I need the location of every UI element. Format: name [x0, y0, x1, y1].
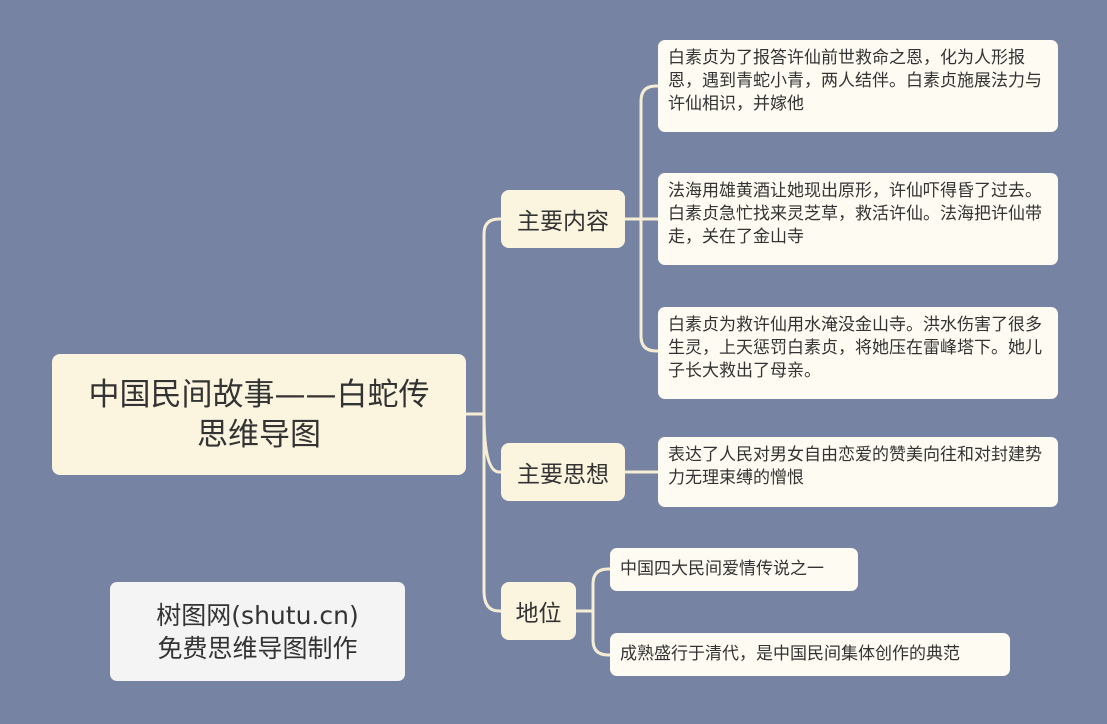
leaf-content-2[interactable]: 法海用雄黄酒让她现出原形，许仙吓得昏了过去。白素贞急忙找来灵芝草，救活许仙。法海… — [658, 173, 1058, 265]
branch-label: 主要思想 — [517, 462, 609, 488]
root-title-line2: 思维导图 — [197, 416, 321, 453]
watermark-line2: 免费思维导图制作 — [157, 633, 358, 663]
root-node[interactable]: 中国民间故事——白蛇传 思维导图 — [52, 354, 466, 475]
watermark-line1: 树图网(shutu.cn) — [156, 600, 359, 630]
leaf-status-1[interactable]: 中国四大民间爱情传说之一 — [610, 548, 858, 591]
leaf-text: 法海用雄黄酒让她现出原形，许仙吓得昏了过去。白素贞急忙找来灵芝草，救活许仙。法海… — [668, 181, 1042, 247]
branch-label: 主要内容 — [517, 209, 609, 235]
leaf-content-3[interactable]: 白素贞为救许仙用水淹没金山寺。洪水伤害了很多生灵，上天惩罚白素贞，将她压在雷峰塔… — [658, 307, 1058, 399]
leaf-text: 成熟盛行于清代，是中国民间集体创作的典范 — [620, 644, 960, 664]
leaf-text: 表达了人民对男女自由恋爱的赞美向往和对封建势力无理束缚的憎恨 — [668, 445, 1042, 488]
branch-main-content[interactable]: 主要内容 — [501, 190, 625, 248]
leaf-text: 白素贞为救许仙用水淹没金山寺。洪水伤害了很多生灵，上天惩罚白素贞，将她压在雷峰塔… — [668, 315, 1042, 381]
watermark-box: 树图网(shutu.cn) 免费思维导图制作 — [110, 582, 405, 681]
leaf-text: 中国四大民间爱情传说之一 — [620, 559, 824, 579]
branch-status[interactable]: 地位 — [501, 582, 576, 640]
branch-main-idea[interactable]: 主要思想 — [501, 443, 625, 501]
leaf-content-1[interactable]: 白素贞为了报答许仙前世救命之恩，化为人形报恩，遇到青蛇小青，两人结伴。白素贞施展… — [658, 40, 1058, 132]
leaf-idea-1[interactable]: 表达了人民对男女自由恋爱的赞美向往和对封建势力无理束缚的憎恨 — [658, 437, 1058, 507]
leaf-text: 白素贞为了报答许仙前世救命之恩，化为人形报恩，遇到青蛇小青，两人结伴。白素贞施展… — [668, 48, 1042, 114]
root-title-line1: 中国民间故事——白蛇传 — [88, 376, 430, 413]
leaf-status-2[interactable]: 成熟盛行于清代，是中国民间集体创作的典范 — [610, 633, 1010, 676]
branch-label: 地位 — [515, 601, 562, 627]
